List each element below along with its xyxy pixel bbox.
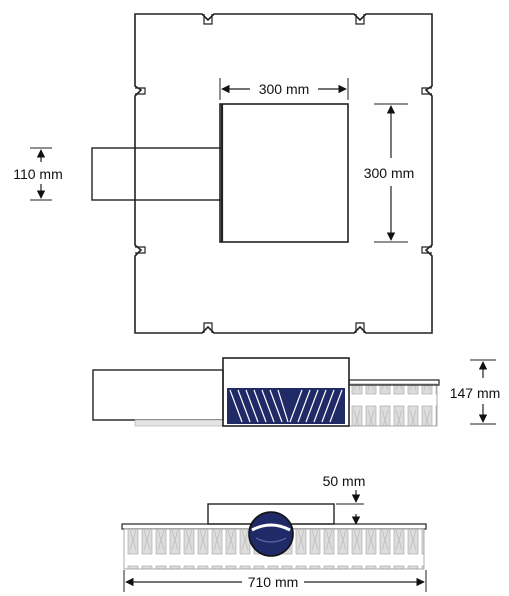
top-view: 300 mm 300 mm 110 mm bbox=[13, 13, 433, 334]
mounting-arm bbox=[91, 147, 223, 201]
mounting-notches bbox=[135, 14, 432, 333]
dim-arm-height: 110 mm bbox=[13, 166, 63, 182]
dim-overall-width: 710 mm bbox=[248, 574, 299, 590]
dim-top-width: 300 mm bbox=[259, 81, 310, 97]
led-module bbox=[219, 103, 349, 243]
dim-end-offset: 50 mm bbox=[323, 473, 366, 489]
end-view: 50 mm 710 mm bbox=[121, 473, 427, 592]
end-pipe bbox=[248, 511, 294, 557]
dim-top-height: 300 mm bbox=[364, 165, 415, 181]
dim-side-height: 147 mm bbox=[450, 385, 501, 401]
led-array bbox=[227, 388, 345, 424]
top-view-outline bbox=[134, 13, 433, 334]
side-view: 147 mm bbox=[92, 357, 501, 427]
side-arm bbox=[92, 369, 224, 421]
side-fins bbox=[348, 383, 438, 427]
side-housing bbox=[222, 357, 350, 427]
